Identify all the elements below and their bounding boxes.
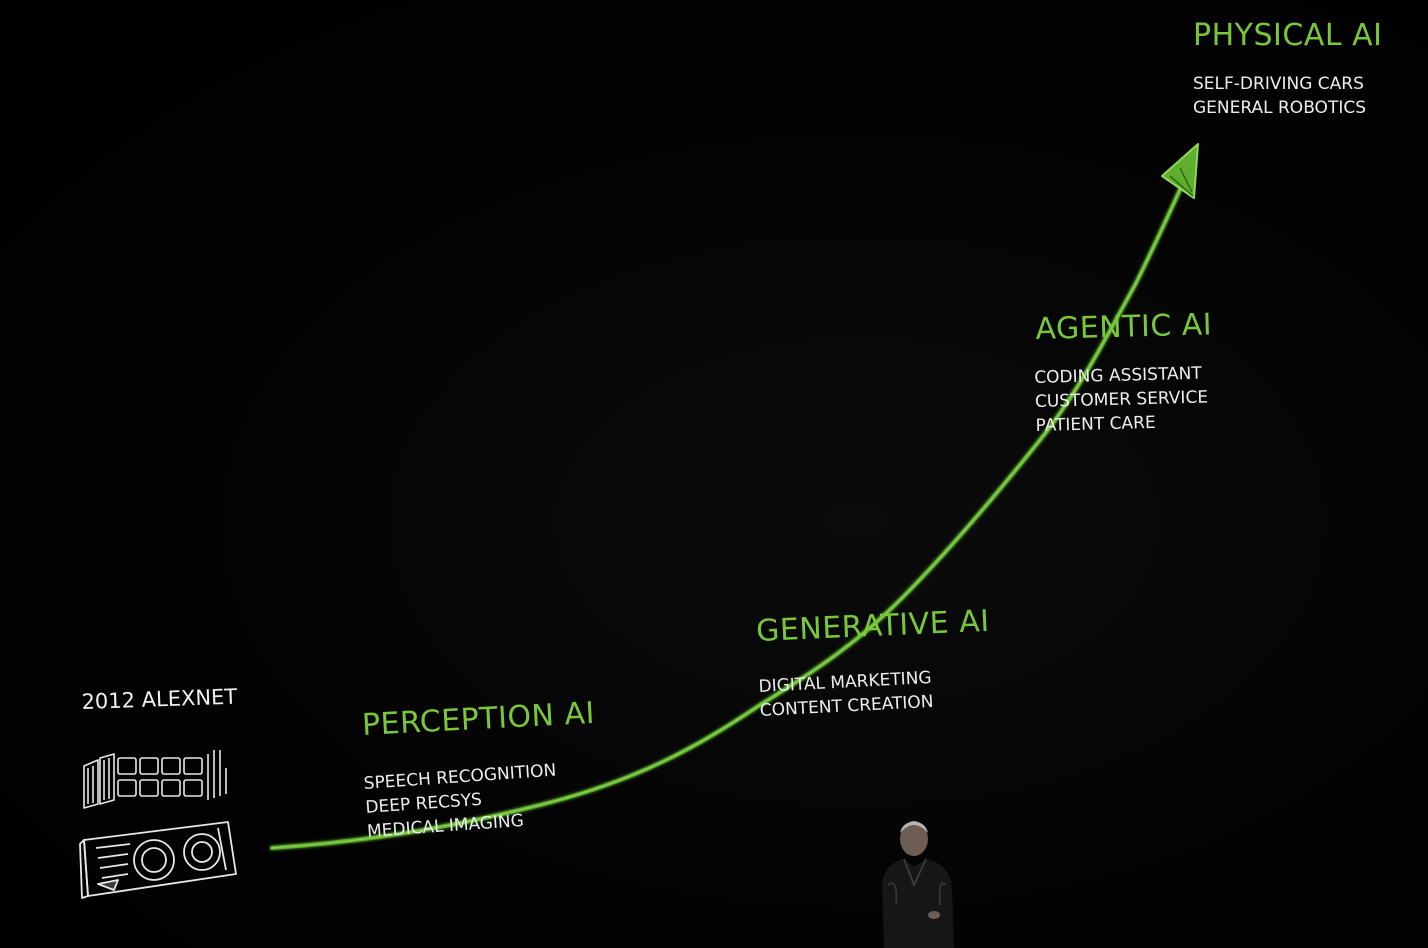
stage-title-agentic: AGENTIC AI bbox=[1035, 307, 1213, 347]
gpu-card-icon bbox=[79, 821, 237, 899]
stage-items-generative: DIGITAL MARKETING CONTENT CREATION bbox=[758, 666, 934, 723]
stage-items-physical: SELF-DRIVING CARS GENERAL ROBOTICS bbox=[1193, 72, 1366, 120]
stage-item: CUSTOMER SERVICE bbox=[1034, 387, 1209, 412]
stage-items-perception: SPEECH RECOGNITION DEEP RECSYS MEDICAL I… bbox=[363, 759, 560, 844]
stage-item: PATIENT CARE bbox=[1035, 412, 1156, 436]
server-rack-icon bbox=[83, 750, 227, 809]
presenter-figure bbox=[882, 821, 954, 948]
curve-line bbox=[270, 166, 1192, 850]
stage-item: GENERAL ROBOTICS bbox=[1193, 98, 1366, 118]
stage-items-agentic: CODING ASSISTANT CUSTOMER SERVICE PATIEN… bbox=[1034, 361, 1209, 438]
stage-item: SELF-DRIVING CARS bbox=[1193, 74, 1364, 94]
arrowhead-icon bbox=[1161, 143, 1199, 199]
curve-line-highlight bbox=[271, 167, 1191, 849]
stage-title-physical: PHYSICAL AI bbox=[1193, 18, 1383, 53]
